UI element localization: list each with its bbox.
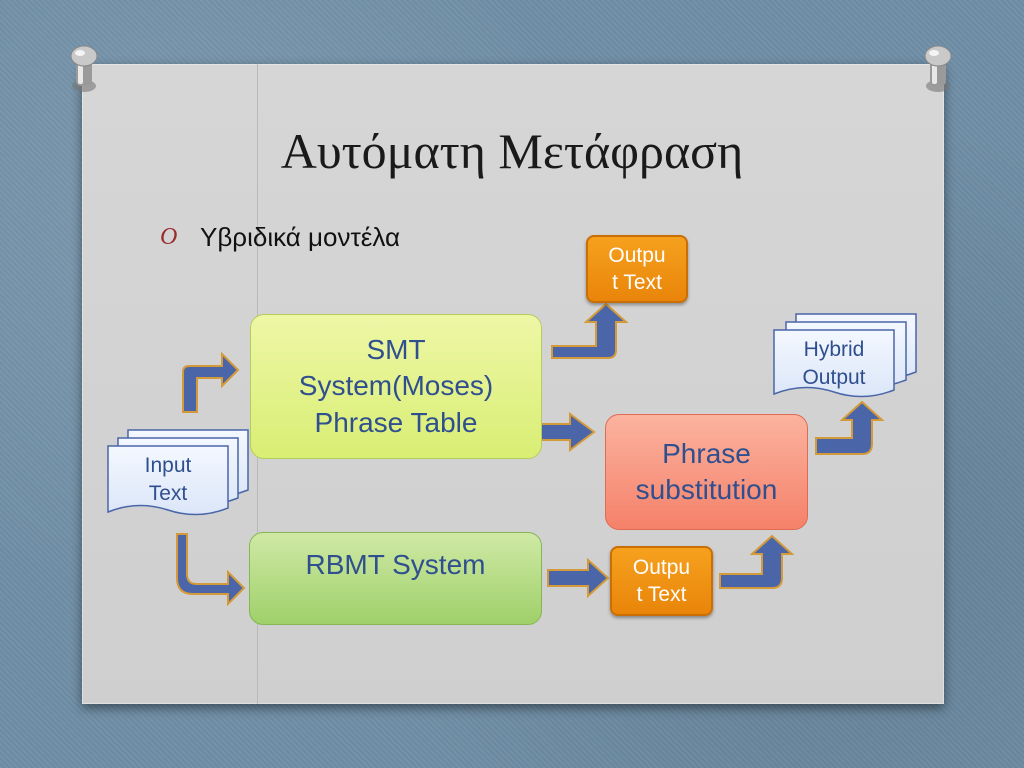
- hybrid-output-line2: Output: [802, 366, 866, 390]
- right-arrow-icon: [547, 557, 610, 599]
- hybrid-document-icon: [773, 313, 917, 398]
- smt-line3: Phrase Table: [314, 406, 478, 438]
- smt-system-box: SMT System(Moses) Phrase Table: [250, 314, 542, 459]
- bullet-text: Υβριδικά μοντέλα: [200, 222, 400, 252]
- pushpin-icon: [924, 45, 952, 92]
- rbmt-label: RBMT System: [305, 549, 486, 580]
- phrase-line1: Phrase: [662, 437, 751, 469]
- slide-title: Αυτόματη Μετάφραση: [280, 123, 744, 179]
- smt-line2: System(Moses): [298, 370, 494, 402]
- pushpin-icon: [70, 45, 98, 92]
- output-text-box-bottom: Outpu t Text: [610, 546, 713, 616]
- bent-arrow-icon: [719, 534, 795, 589]
- input-text-label: Input Text: [108, 452, 228, 509]
- bent-arrow-icon: [182, 351, 240, 413]
- output-top-line2: t Text: [612, 271, 662, 294]
- phrase-line2: substitution: [635, 474, 778, 505]
- bent-arrow-icon: [176, 533, 246, 607]
- output-text-box-top: Outpu t Text: [586, 235, 688, 303]
- input-text-line1: Input: [144, 454, 192, 477]
- hybrid-output-line1: Hybrid: [803, 338, 865, 361]
- bent-arrow-icon: [551, 302, 629, 359]
- bullet-marker: O: [160, 224, 178, 250]
- input-text-line2: Text: [148, 482, 188, 506]
- hybrid-output-label: Hybrid Output: [774, 336, 894, 393]
- phrase-substitution-box: Phrase substitution: [605, 414, 808, 530]
- output-top-line1: Outpu: [608, 243, 666, 267]
- rbmt-system-box: RBMT System: [249, 532, 542, 625]
- bent-arrow-icon: [815, 400, 885, 455]
- output-bottom-line1: Outpu: [632, 555, 691, 579]
- output-bottom-line2: t Text: [636, 583, 687, 606]
- smt-line1: SMT: [366, 333, 426, 365]
- input-document-icon: [107, 429, 249, 516]
